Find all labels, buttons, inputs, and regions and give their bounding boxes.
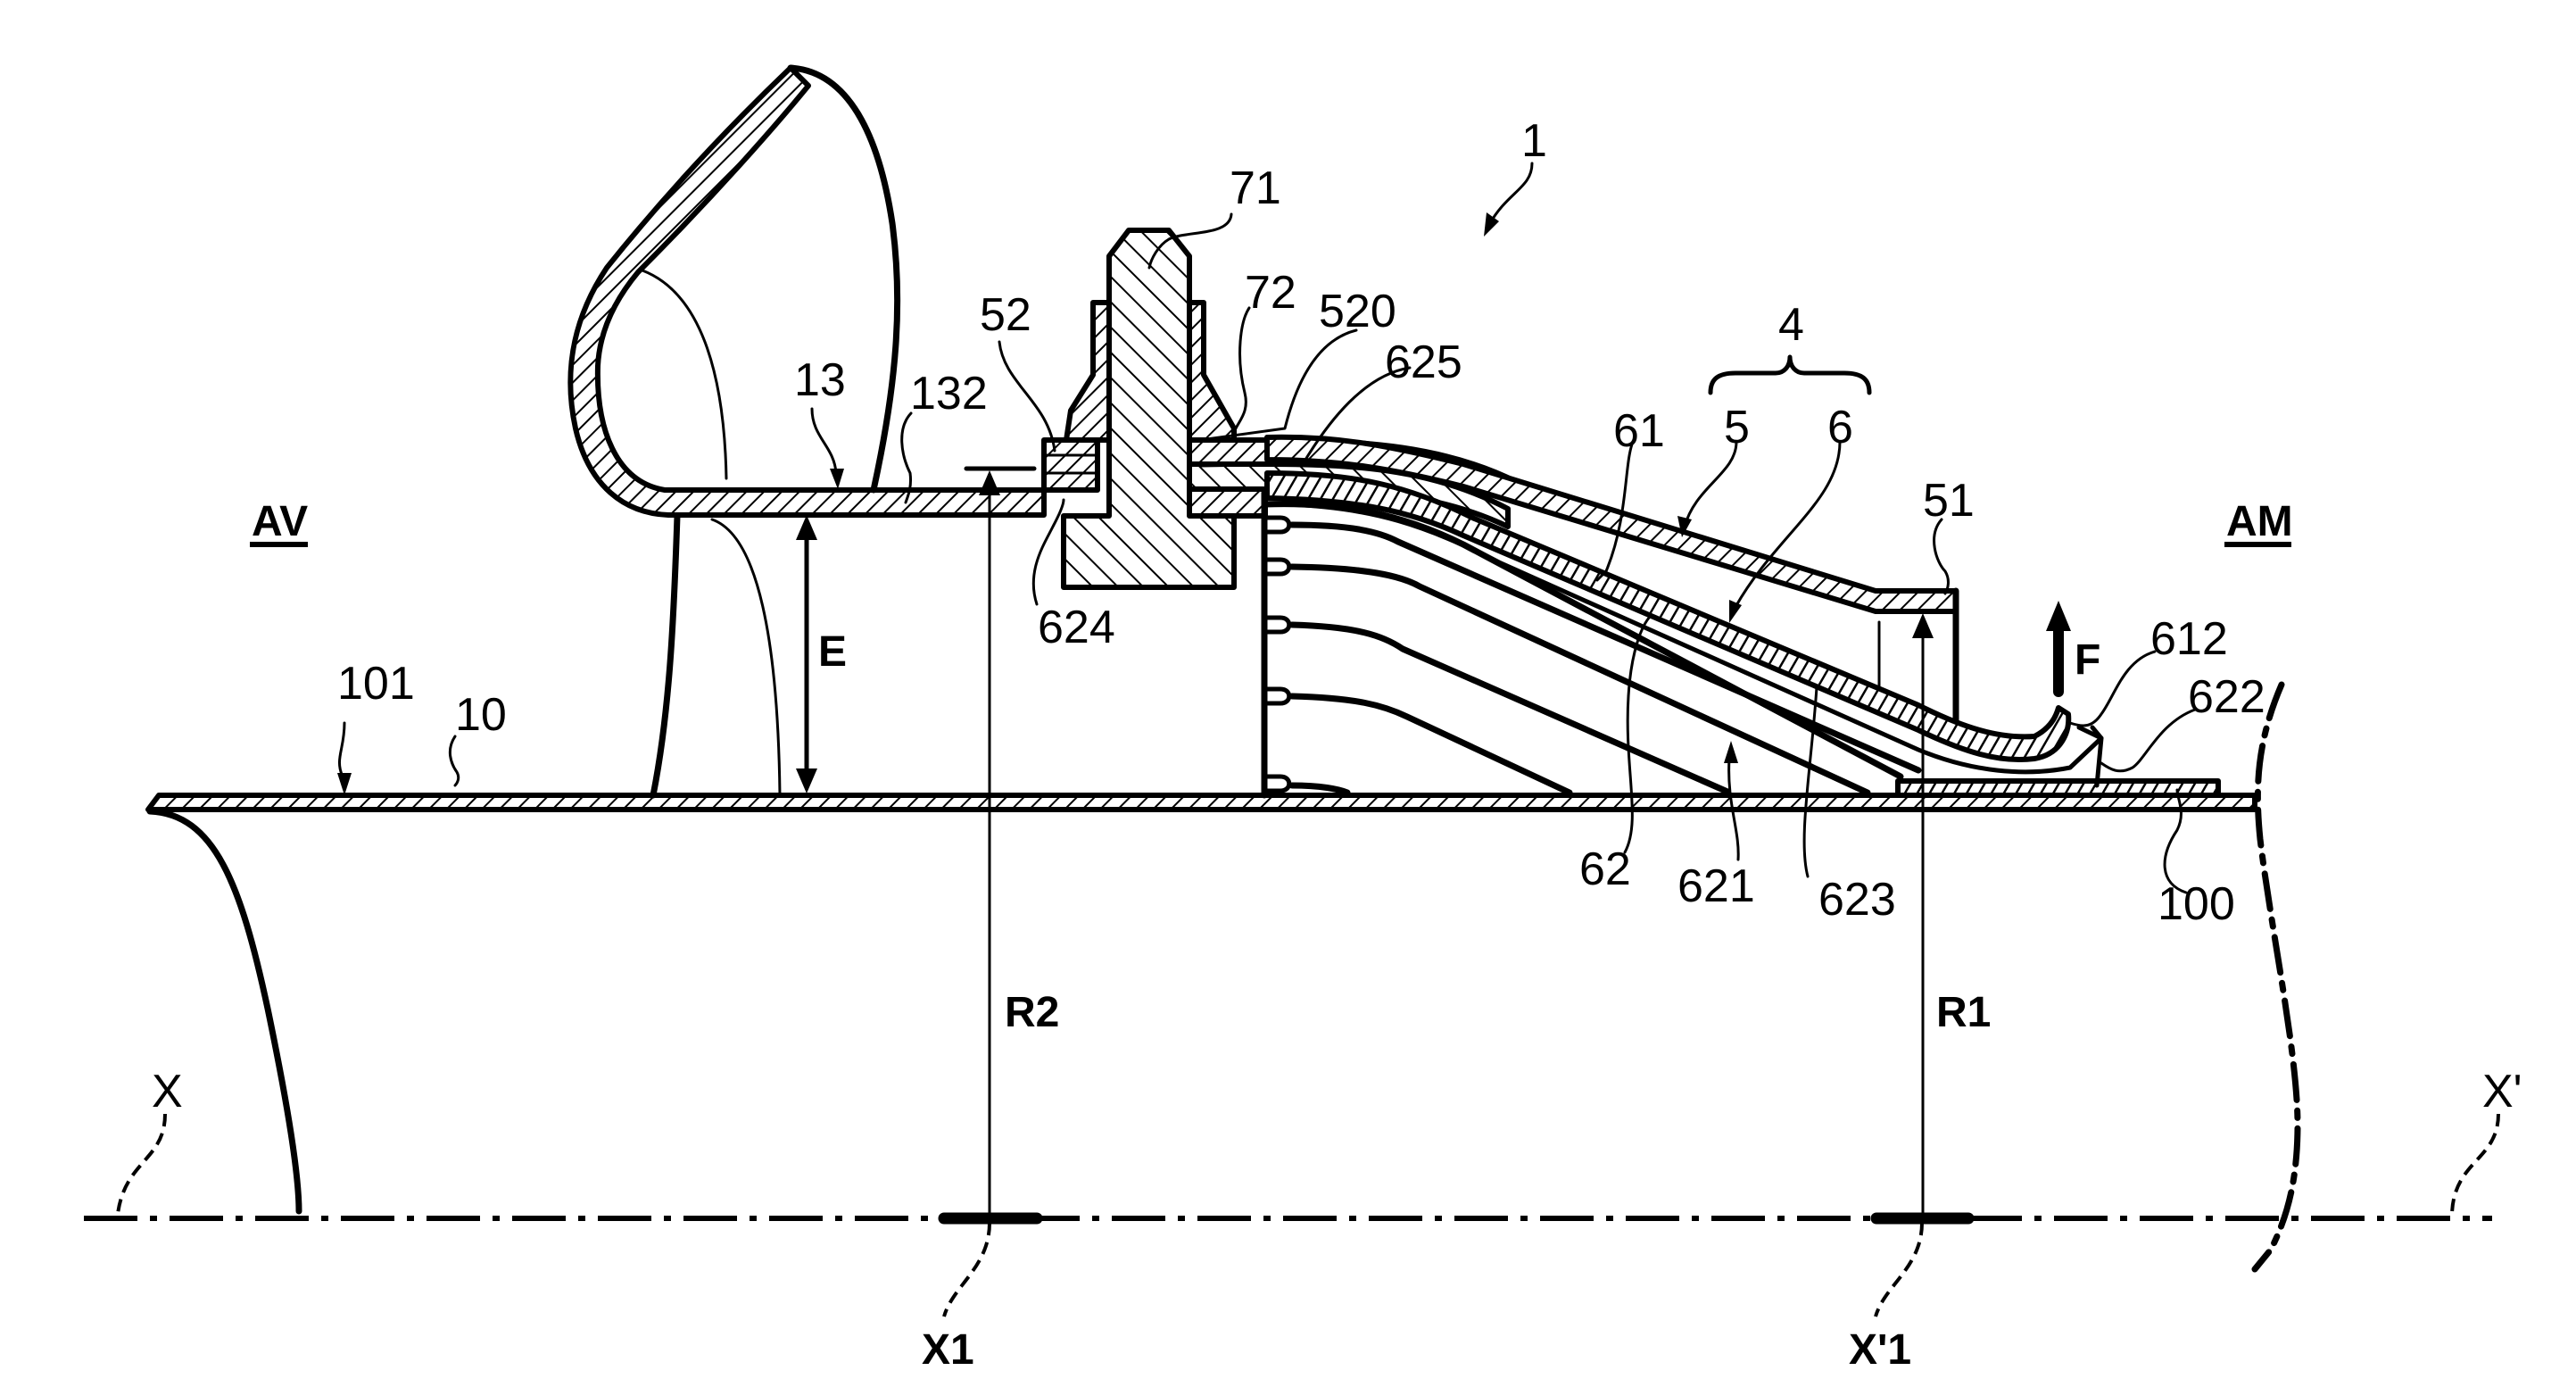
label-r1: R1 <box>1936 989 1991 1036</box>
label-100: 100 <box>2158 878 2235 930</box>
force-arrow <box>2046 601 2071 697</box>
x1-leader <box>942 1222 991 1317</box>
lip-inner-thin-curve <box>641 269 728 480</box>
label-132: 132 <box>910 368 988 420</box>
label-623: 623 <box>1818 874 1896 926</box>
gap-e-dimension <box>796 515 817 793</box>
label-x-prime: X' <box>2482 1066 2522 1117</box>
label-e: E <box>818 628 847 676</box>
zone-front-label: AV <box>250 498 308 547</box>
lip-strut-inner-curve <box>710 518 782 797</box>
label-r2: R2 <box>1005 989 1059 1036</box>
base-inner-curve <box>146 808 302 1215</box>
lip-outer-line <box>787 64 901 494</box>
svg-text:AM: AM <box>2226 498 2293 545</box>
label-1: 1 <box>1521 115 1547 167</box>
radius-r1-dimension <box>1912 613 1934 1220</box>
vanes <box>1261 501 1922 796</box>
label-51: 51 <box>1923 475 1975 527</box>
label-x1: X1 <box>922 1326 974 1374</box>
base-insert <box>1895 778 2221 798</box>
vane-tip-622 <box>2076 725 2104 788</box>
label-52: 52 <box>980 289 1031 341</box>
nut-left <box>1064 300 1112 443</box>
label-625: 625 <box>1385 336 1462 388</box>
nut-right <box>1187 300 1237 443</box>
label-10: 10 <box>455 689 507 741</box>
axis-x-prime-leader <box>2450 1113 2500 1215</box>
label-4: 4 <box>1778 299 1804 351</box>
label-x: X <box>152 1066 183 1117</box>
lip-strut-left <box>650 512 681 799</box>
label-101: 101 <box>337 658 415 710</box>
label-61: 61 <box>1613 405 1665 457</box>
label-72: 72 <box>1245 267 1296 319</box>
group-brace <box>1708 354 1872 395</box>
label-71: 71 <box>1230 162 1281 214</box>
leader-lines <box>337 162 2197 894</box>
inner-shell <box>1264 470 2072 763</box>
label-5: 5 <box>1724 402 1750 453</box>
label-f: F <box>2075 636 2100 684</box>
axis-x-leader <box>116 1113 167 1215</box>
label-6: 6 <box>1827 402 1853 453</box>
label-612: 612 <box>2150 613 2228 665</box>
label-62: 62 <box>1579 843 1631 895</box>
base-wall <box>145 793 2257 812</box>
radius-r2-dimension <box>964 466 1037 1220</box>
label-624: 624 <box>1038 602 1115 653</box>
break-line <box>2251 681 2301 1273</box>
label-520: 520 <box>1319 286 1396 337</box>
label-622: 622 <box>2188 671 2265 723</box>
x-prime-1-leader <box>1874 1222 1924 1317</box>
lip-shell <box>567 65 1047 518</box>
label-13: 13 <box>794 354 846 406</box>
label-x-prime-1: X'1 <box>1849 1326 1911 1374</box>
zone-rear-label: AM <box>2224 498 2293 547</box>
label-621: 621 <box>1677 860 1755 912</box>
svg-text:AV: AV <box>252 498 308 545</box>
